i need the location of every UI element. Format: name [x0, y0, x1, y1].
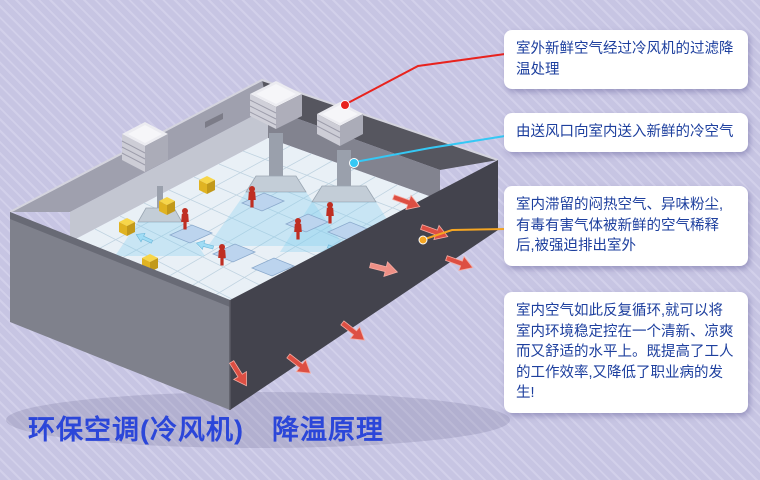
callout-text-1: 室外新鲜空气经过冷风机的过滤降温处理 [516, 41, 734, 78]
pointer-line-1 [345, 53, 506, 105]
ground-shadow [6, 392, 510, 448]
near-left-wall [10, 212, 230, 410]
pointer-line-3 [424, 228, 506, 240]
callout-box-1: 室外新鲜空气经过冷风机的过滤降温处理 [504, 30, 748, 90]
pointer-dot-2-icon [349, 158, 359, 168]
callout-box-4: 室内空气如此反复循环,就可以将室内环境稳定控在一个清新、凉爽而又舒适的水平上。既… [504, 292, 748, 413]
factory-illustration [6, 78, 510, 448]
roof-vent-icon [205, 113, 223, 128]
near-walls [10, 160, 498, 410]
pointer-dot-1-icon [340, 100, 350, 110]
page-title: 环保空调(冷风机) 降温原理 [28, 415, 384, 445]
rooftop-cooler-2 [249, 81, 302, 129]
pointer-dot-3-icon [418, 235, 428, 245]
far-right-wall [268, 108, 440, 200]
callout-text-3: 室内滞留的闷热空气、异味粉尘,有毒有害气体被新鲜的空气稀释后,被强迫排出室外 [516, 197, 724, 255]
callout-text-4: 室内空气如此反复循环,就可以将室内环境稳定控在一个清新、凉爽而又舒适的水平上。既… [516, 303, 734, 402]
callout-box-3: 室内滞留的闷热空气、异味粉尘,有毒有害气体被新鲜的空气稀释后,被强迫排出室外 [504, 186, 748, 266]
near-right-wall [230, 160, 498, 410]
callout-box-2: 由送风口向室内送入新鲜的冷空气 [504, 113, 748, 152]
rooftop-cooler-1 [121, 122, 168, 172]
callout-text-2: 由送风口向室内送入新鲜的冷空气 [516, 124, 734, 140]
pointer-line-2 [354, 135, 506, 163]
rooftop-cooler-3 [316, 102, 363, 146]
far-left-wall [70, 108, 268, 242]
